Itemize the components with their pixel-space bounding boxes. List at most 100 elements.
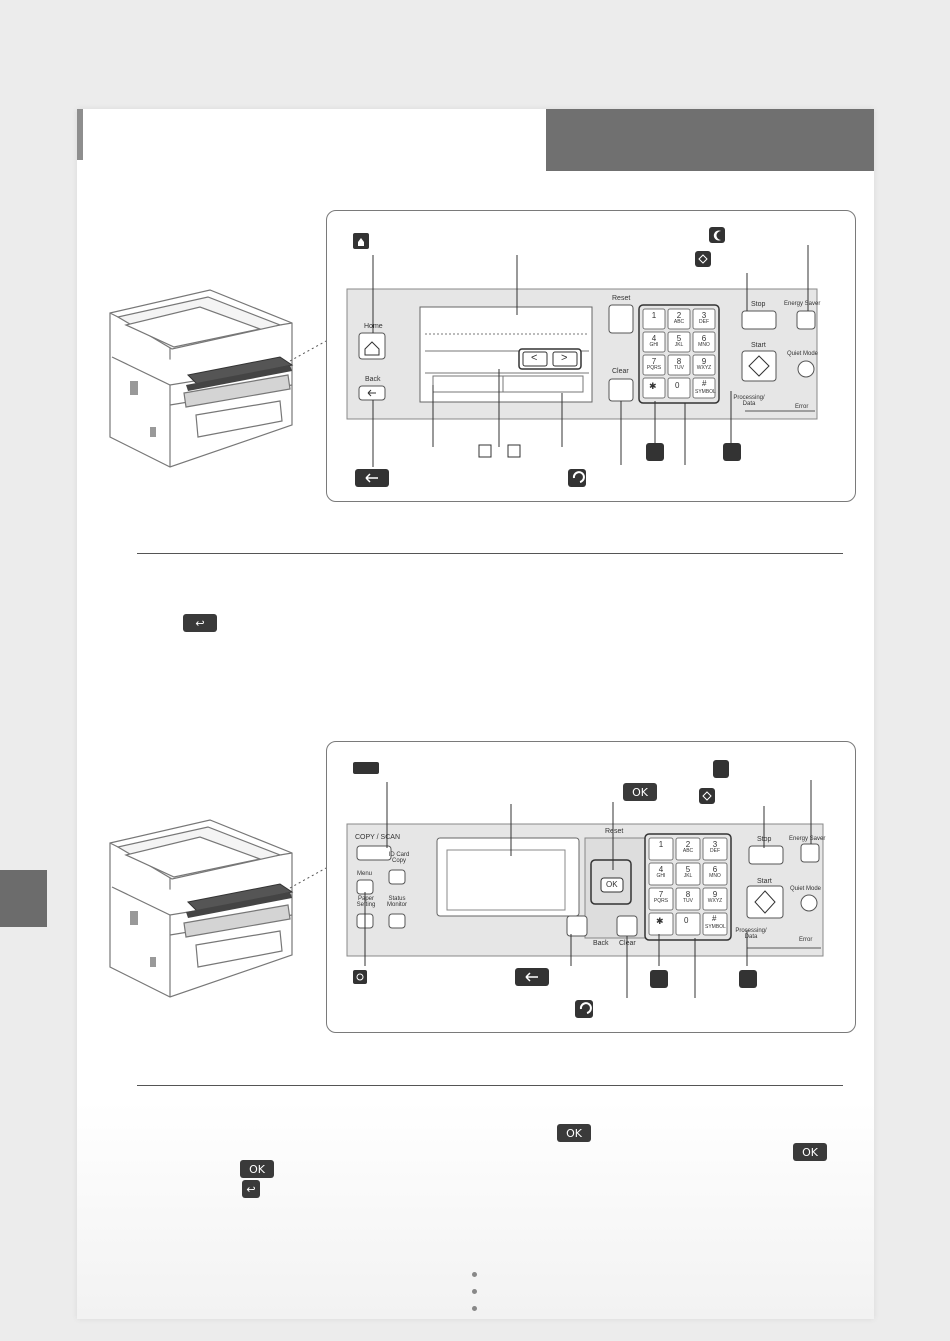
keypad-letters: ABC	[682, 848, 694, 854]
chapter-side-tab	[0, 870, 47, 927]
screen-arrow-left-a: <	[531, 352, 538, 364]
inline-ok-key-2: OK	[793, 1143, 827, 1161]
section-divider-1	[137, 553, 843, 554]
label-copy-scan-b: COPY / SCAN	[355, 834, 400, 841]
screen-arrow-right-a: >	[561, 352, 568, 364]
keypad-digit: 6	[712, 865, 718, 874]
inline-back-key-1: ↩	[183, 614, 217, 632]
printer-panel-callout-a	[186, 340, 327, 391]
label-clear-a: Clear	[612, 368, 629, 375]
keypad-letters: MNO	[709, 873, 721, 879]
star-key-b: ✱	[656, 916, 664, 926]
keypad-letters: JKL	[683, 873, 693, 879]
label-start-a: Start	[751, 342, 766, 349]
label-status-monitor-b: Status Monitor	[386, 896, 407, 908]
keypad-digit: 9	[712, 890, 718, 899]
header-accent-bar	[77, 109, 83, 160]
label-ok-b: OK	[606, 880, 618, 889]
label-energy-saver-b: Energy Saver	[789, 836, 826, 842]
label-quiet-mode-a: Quiet Mode	[787, 351, 819, 357]
keypad-digit: 8	[676, 357, 682, 366]
keypad-letters: GHI	[656, 873, 666, 879]
keypad-letters: TUV	[674, 365, 684, 371]
legend-ok-key-b: OK	[623, 783, 657, 801]
label-reset-a: Reset	[612, 295, 631, 302]
hash-key-b: #	[712, 914, 717, 923]
label-reset-b: Reset	[605, 828, 624, 835]
inline-ok-key-3: OK	[240, 1160, 274, 1178]
label-processing-a: Processing/ Data	[733, 395, 765, 407]
keypad-letters: ABC	[673, 319, 685, 325]
keypad-letters: DEF	[710, 848, 720, 854]
keypad-letters: MNO	[698, 342, 710, 348]
label-stop-b: Stop	[757, 836, 772, 843]
keypad-letters: JKL	[674, 342, 684, 348]
label-energy-saver-a: Energy Saver	[784, 301, 821, 307]
hash-key-a: #	[702, 379, 707, 388]
hash-sub-a: SYMBOL	[695, 389, 716, 395]
keypad-digit: 2	[676, 311, 682, 320]
control-panel-diagram-a: Home Back Reset Clear Stop Start Energy …	[326, 210, 856, 502]
inline-ok-key-1: OK	[557, 1124, 591, 1142]
label-clear-b: Clear	[619, 940, 636, 947]
keypad-digit: 5	[676, 334, 682, 343]
label-start-b: Start	[757, 878, 772, 885]
keypad-digit: 1	[658, 840, 664, 849]
keypad-digit: 9	[701, 357, 707, 366]
keypad-letters: WXYZ	[707, 898, 723, 904]
keypad-key-1: 1	[643, 312, 665, 320]
label-id-card-copy-b: ID Card Copy	[388, 852, 410, 864]
zero-key-b: 0	[684, 916, 689, 925]
keypad-letters: PQRS	[653, 898, 669, 904]
keypad-digit: 7	[658, 890, 664, 899]
label-home-a: Home	[364, 323, 383, 330]
label-error-a: Error	[795, 404, 809, 410]
label-quiet-mode-b: Quiet Mode	[790, 886, 822, 892]
keypad-letters: TUV	[683, 898, 693, 904]
keypad-letters: GHI	[649, 342, 659, 348]
keypad-letters: WXYZ	[696, 365, 712, 371]
star-key-a: ✱	[649, 381, 657, 391]
keypad-letters: DEF	[699, 319, 709, 325]
page-dots	[472, 1272, 478, 1323]
header-title-box	[546, 109, 874, 171]
label-processing-b: Processing/ Data	[735, 928, 767, 940]
keypad-digit: 5	[685, 865, 691, 874]
keypad-digit: 4	[658, 865, 664, 874]
keypad-key-1: 1	[649, 841, 673, 849]
label-back-a: Back	[365, 376, 381, 383]
label-error-b: Error	[799, 937, 813, 943]
keypad-digit: 8	[685, 890, 691, 899]
keypad-digit: 7	[651, 357, 657, 366]
inline-back-key-2: ↩	[242, 1180, 260, 1198]
control-panel-diagram-b: COPY / SCAN ID Card Copy Menu Paper Sett…	[326, 741, 856, 1033]
keypad-digit: 2	[685, 840, 691, 849]
keypad-digit: 4	[651, 334, 657, 343]
keypad-letters: PQRS	[646, 365, 662, 371]
label-stop-a: Stop	[751, 301, 766, 308]
label-back-b: Back	[593, 940, 609, 947]
hash-sub-b: SYMBOL	[705, 924, 726, 930]
keypad-digit: 3	[712, 840, 718, 849]
printer-panel-callout-b	[186, 867, 327, 918]
keypad-digit: 3	[701, 311, 707, 320]
keypad-digit: 1	[651, 311, 657, 320]
